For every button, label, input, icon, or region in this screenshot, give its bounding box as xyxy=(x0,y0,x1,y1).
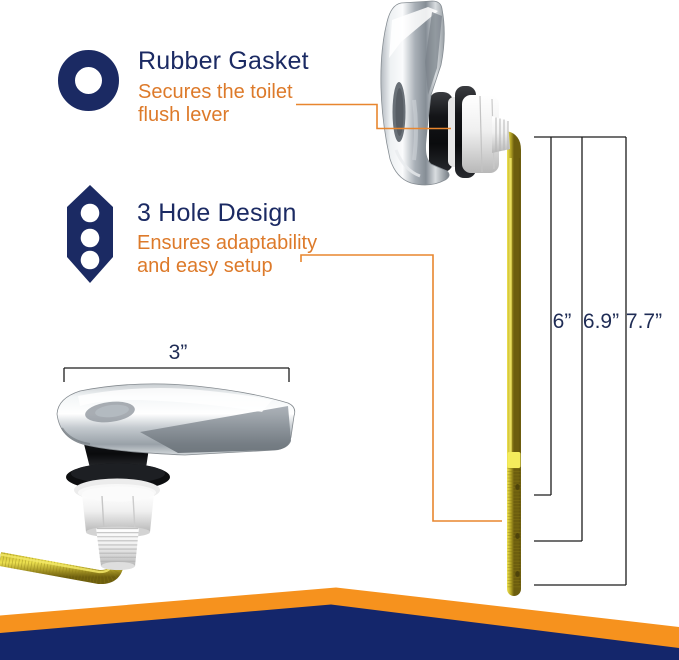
feature-desc-line: and easy setup xyxy=(137,255,273,277)
gasket-ring-icon xyxy=(58,50,119,111)
lever-photo-top xyxy=(380,0,521,596)
three-hole-callout-line xyxy=(300,254,502,522)
dimension-lines xyxy=(63,136,627,586)
footer-band-navy xyxy=(0,604,679,660)
dim-label-7-7in: 7.7” xyxy=(625,310,663,333)
annotation-lines xyxy=(296,103,502,522)
dim-label-3in: 3” xyxy=(168,341,188,364)
feature-desc-line: flush lever xyxy=(138,104,230,126)
lever-photo-bottom xyxy=(0,383,296,585)
feature-desc-line: Ensures adaptability xyxy=(137,232,318,254)
feature-desc-3-hole-design: Ensures adaptability and easy setup xyxy=(137,232,317,278)
three-hole-icon xyxy=(67,185,113,283)
feature-title-3-hole-design: 3 Hole Design xyxy=(137,199,297,227)
feature-desc-rubber-gasket: Secures the toilet flush lever xyxy=(138,81,293,127)
gasket-callout-line xyxy=(296,103,451,130)
feature-desc-line: Secures the toilet xyxy=(138,81,293,103)
feature-title-rubber-gasket: Rubber Gasket xyxy=(138,47,309,75)
dim-label-6in: 6” xyxy=(552,310,572,333)
dim-label-6-9in: 6.9” xyxy=(582,310,620,333)
